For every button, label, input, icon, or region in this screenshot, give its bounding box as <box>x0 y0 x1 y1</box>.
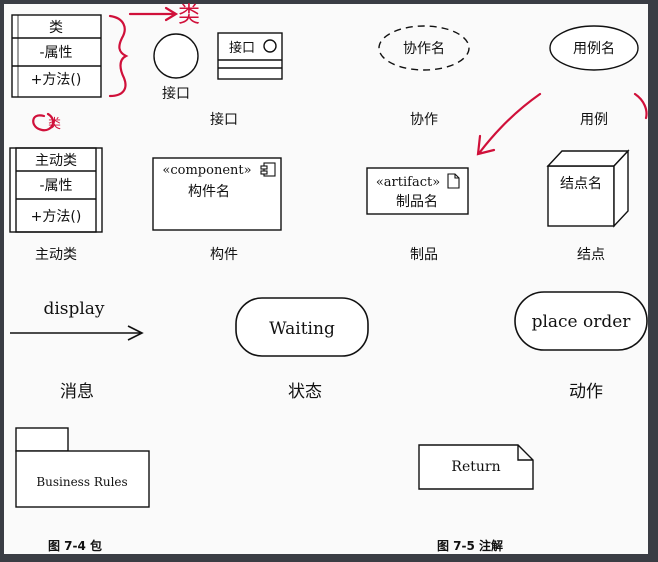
use-case-label: 用例 <box>580 112 608 128</box>
artifact-label: 制品 <box>410 247 438 263</box>
artifact-stereotype: «artifact» <box>376 175 440 190</box>
red-right-mark <box>633 92 648 120</box>
red-brace <box>108 14 129 98</box>
fig4-caption: 图 7-4 包 <box>48 538 102 553</box>
package-symbol <box>15 427 150 508</box>
red-annotations <box>32 6 648 156</box>
interface-caption: 接口 <box>162 85 190 102</box>
use-case-name: 用例名 <box>573 41 615 57</box>
package-name: Business Rules <box>36 475 127 489</box>
fig5-caption: 图 7-5 注解 <box>437 538 503 553</box>
component-label: 构件 <box>210 247 238 263</box>
class-attribute: -属性 <box>39 45 72 61</box>
component-icon <box>260 162 276 177</box>
active-class-name: 主动类 <box>35 153 77 169</box>
red-left-circle <box>32 112 55 132</box>
note-text: Return <box>451 459 500 475</box>
node-name: 结点名 <box>560 176 602 192</box>
red-left-char: 类 <box>48 117 61 132</box>
state-name: Waiting <box>269 319 335 339</box>
node-label: 结点 <box>577 247 605 263</box>
artifact-document-icon <box>447 173 460 189</box>
message-arrow <box>10 325 144 341</box>
active-class-symbol <box>9 147 103 233</box>
red-pointer-arrow <box>476 92 542 156</box>
class-method: +方法() <box>31 72 82 88</box>
collaboration-ellipse <box>378 25 470 71</box>
interface-box <box>217 32 283 80</box>
node-cube <box>546 149 630 228</box>
message-text: display <box>43 299 104 319</box>
interface-lollipop <box>153 33 199 79</box>
component-symbol <box>152 157 282 231</box>
action-capsule <box>514 291 648 351</box>
collaboration-name: 协作名 <box>403 41 445 57</box>
interface-label: 接口 <box>210 111 238 128</box>
class-symbol <box>11 14 102 98</box>
use-case-ellipse <box>549 25 639 71</box>
message-label: 消息 <box>60 382 94 402</box>
active-class-label: 主动类 <box>35 247 77 263</box>
red-top-arrow <box>128 6 179 22</box>
artifact-name: 制品名 <box>396 194 438 210</box>
interface-box-name: 接口 <box>229 40 255 56</box>
action-label: 动作 <box>569 382 603 402</box>
red-top-char: 类 <box>178 3 200 28</box>
component-stereotype: «component» <box>162 163 251 178</box>
component-name: 构件名 <box>188 184 230 200</box>
note-shape <box>418 444 534 490</box>
action-name: place order <box>532 312 632 332</box>
collaboration-label: 协作 <box>410 112 438 128</box>
state-label: 状态 <box>288 382 322 402</box>
active-class-attribute: -属性 <box>39 178 72 194</box>
state-rounded-box <box>235 297 369 357</box>
class-name: 类 <box>49 20 63 36</box>
active-class-method: +方法() <box>31 209 82 225</box>
